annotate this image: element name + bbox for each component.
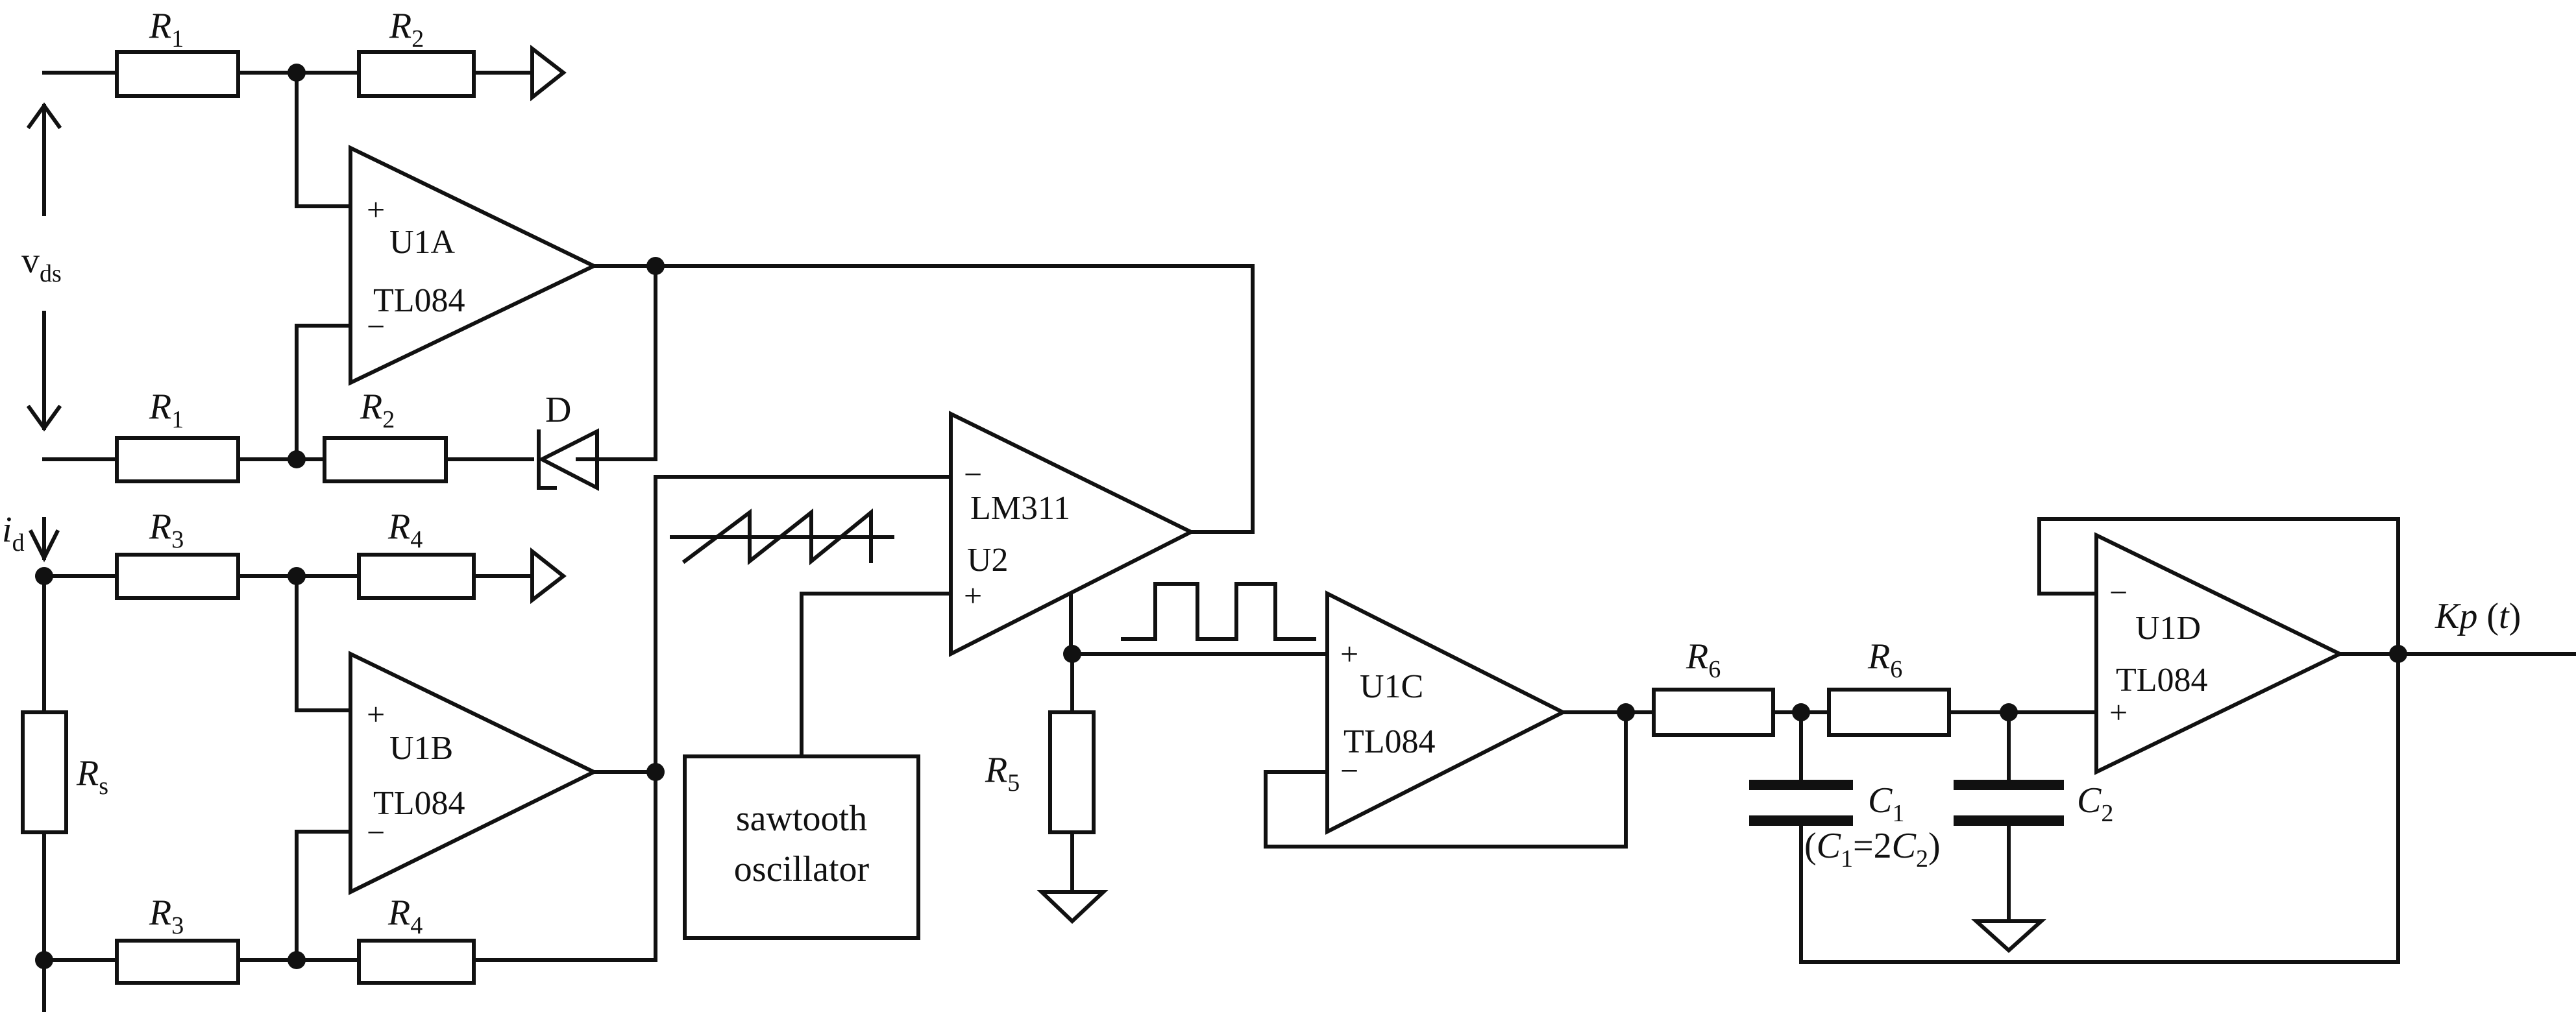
label-rs: Rs xyxy=(76,753,108,800)
label-r6-a: R6 xyxy=(1686,636,1721,683)
vds-arrows xyxy=(26,102,62,562)
u1d-minus-pin: − xyxy=(2109,574,2128,610)
component-labels: R1 R2 R1 R2 R3 R4 R3 R4 Rs R5 R6 R6 C1 C… xyxy=(2,6,2521,939)
label-r1-top: R1 xyxy=(149,6,184,53)
u1c-name: U1C xyxy=(1360,668,1423,705)
reference-arrow-mid xyxy=(530,547,567,605)
ground-symbol-c2 xyxy=(1971,919,2046,954)
waveforms xyxy=(670,508,1316,641)
sawtooth-waveform xyxy=(670,508,894,566)
label-vds: vds xyxy=(21,241,62,287)
resistor-r3-top xyxy=(115,553,240,600)
diode-d xyxy=(537,428,599,491)
junctions xyxy=(35,64,2407,969)
ground-symbol-r5 xyxy=(1037,890,1109,924)
label-diode: D xyxy=(545,390,571,430)
u1b-part: TL084 xyxy=(373,785,465,822)
resistor-r3-bottom xyxy=(115,939,240,985)
u1b-minus-pin: − xyxy=(367,814,385,850)
sawtooth-oscillator-box xyxy=(683,754,920,940)
opamp-u1a xyxy=(349,145,598,386)
square-waveform xyxy=(1121,582,1316,641)
label-r5: R5 xyxy=(985,750,1020,797)
label-output-kp: Kp (t) xyxy=(2435,596,2521,636)
opamp-labels: + − U1A TL084 + − U1B TL084 − + LM311 U2… xyxy=(367,191,2208,850)
u1d-part: TL084 xyxy=(2116,662,2208,699)
resistor-r6-b xyxy=(1827,688,1951,737)
u1c-plus-pin: + xyxy=(1340,636,1358,672)
label-r3-bottom: R3 xyxy=(149,893,184,939)
label-r6-b: R6 xyxy=(1867,636,1902,683)
label-r3-top: R3 xyxy=(149,507,184,553)
u2-minus-pin: − xyxy=(964,456,982,492)
resistor-r2-bottom xyxy=(323,436,448,483)
resistor-r5 xyxy=(1048,710,1096,834)
u1a-part: TL084 xyxy=(373,282,465,319)
u1b-name: U1B xyxy=(389,730,453,767)
resistor-rs xyxy=(21,710,68,834)
u1a-name: U1A xyxy=(389,224,456,261)
capacitor-c2 xyxy=(1954,780,2064,826)
label-r2-bottom: R2 xyxy=(360,387,395,433)
resistor-r1-bottom xyxy=(115,436,240,483)
u1c-part: TL084 xyxy=(1343,723,1436,760)
reference-arrow-top xyxy=(530,44,567,102)
resistors xyxy=(21,50,1951,985)
comparator-u2 xyxy=(949,411,1196,657)
grounds xyxy=(530,44,2046,954)
capacitor-c1 xyxy=(1749,780,1853,826)
opamps xyxy=(349,145,2344,895)
resistor-r4-bottom xyxy=(357,939,476,985)
label-r4-top: R4 xyxy=(387,507,423,553)
label-c2: C2 xyxy=(2077,780,2113,827)
opamp-u1b xyxy=(349,651,598,895)
label-capacitor-relation: (C1=2C2) xyxy=(1804,826,1941,873)
u1d-name: U1D xyxy=(2135,610,2201,647)
resistor-r6-a xyxy=(1652,688,1775,737)
u2-name: U2 xyxy=(967,542,1009,579)
oscillator-label-line1: sawtooth xyxy=(736,799,867,839)
opamp-u1c xyxy=(1325,590,1567,835)
label-r4-bottom: R4 xyxy=(387,893,423,939)
resistor-r4-top xyxy=(357,553,476,600)
u1a-plus-pin: + xyxy=(367,191,385,228)
u1b-plus-pin: + xyxy=(367,696,385,732)
u1c-minus-pin: − xyxy=(1340,753,1358,789)
capacitors xyxy=(1749,780,2064,826)
u1d-plus-pin: + xyxy=(2109,694,2128,730)
u2-plus-pin: + xyxy=(964,577,982,614)
opamp-u1d xyxy=(2094,532,2344,775)
u1a-minus-pin: − xyxy=(367,308,385,344)
u2-part: LM311 xyxy=(970,490,1070,527)
label-r2-top: R2 xyxy=(389,6,424,53)
resistor-r2-top xyxy=(357,50,476,98)
oscillator-label-line2: oscillator xyxy=(734,849,870,889)
label-r1-bottom: R1 xyxy=(149,387,184,433)
label-c1: C1 xyxy=(1868,780,1904,827)
label-id: id xyxy=(2,510,25,557)
resistor-r1-top xyxy=(115,50,240,98)
